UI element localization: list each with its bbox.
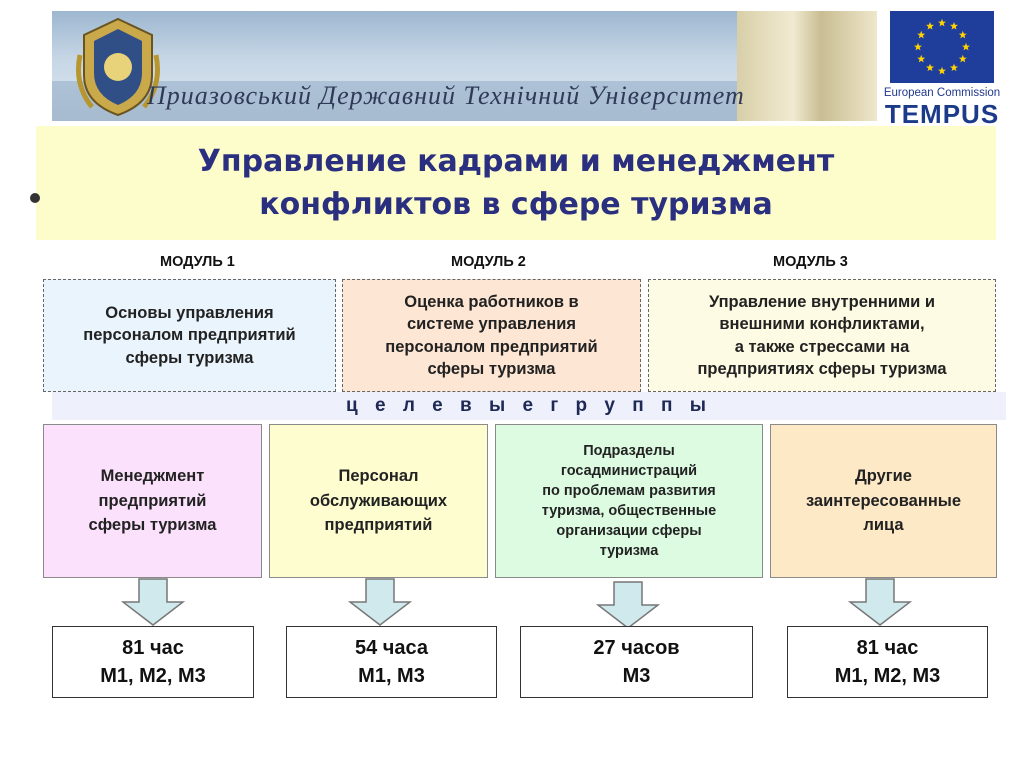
group-line: Другие <box>855 466 912 485</box>
group-line: предприятий <box>324 516 433 535</box>
hours-modules: М1, М2, М3 <box>100 665 206 687</box>
down-arrow-icon <box>348 578 412 626</box>
group-line: туризма <box>599 543 659 559</box>
group-line: Менеджмент <box>100 466 205 485</box>
eu-flag-icon <box>890 11 994 83</box>
eu-star-icon <box>926 22 934 30</box>
group-stakeholders-box: Другие заинтересованные лица <box>770 424 997 578</box>
module-3-line: а также стрессами на <box>734 337 910 356</box>
module-1-line: сферы туризма <box>125 348 254 367</box>
eu-star-icon <box>950 22 958 30</box>
module-1-line: персоналом предприятий <box>83 326 296 345</box>
hours-value: 81 час <box>122 637 184 659</box>
eu-star-icon <box>926 63 934 72</box>
module-1-label: МОДУЛЬ 1 <box>160 254 235 270</box>
group-government-box: Подразделы госадминистраций по проблемам… <box>495 424 763 578</box>
down-arrow-icon <box>596 581 660 629</box>
title-panel: Управление кадрами и менеджмент конфликт… <box>36 126 996 240</box>
group-line: туризма, общественные <box>541 503 717 519</box>
group-line: по проблемам развития <box>542 483 716 499</box>
module-2-line: сферы туризма <box>427 359 556 378</box>
hours-value: 27 часов <box>593 637 680 659</box>
module-3-line: Управление внутренними и <box>708 292 936 311</box>
group-line: Подразделы <box>583 443 675 459</box>
module-1-box: Основы управления персоналом предприятий… <box>43 279 336 392</box>
title-line-2: конфликтов в сфере туризма <box>259 187 773 222</box>
module-3-line: внешними конфликтами, <box>719 315 925 334</box>
bullet-dot <box>30 193 40 203</box>
group-management-box: Менеджмент предприятий сферы туризма <box>43 424 262 578</box>
group-line: организации сферы <box>556 523 702 539</box>
group-line: Персонал <box>338 466 419 485</box>
module-2-box: Оценка работников в системе управления п… <box>342 279 641 392</box>
module-2-line: Оценка работников в <box>404 292 579 311</box>
module-3-label: МОДУЛЬ 3 <box>773 254 848 270</box>
eu-star-icon <box>938 18 946 27</box>
group-line: обслуживающих <box>309 491 448 510</box>
eu-star-icon <box>962 42 970 51</box>
eu-star-icon <box>958 30 967 39</box>
page-title: Управление кадрами и менеджмент конфликт… <box>36 126 996 240</box>
down-arrow-icon <box>121 578 185 626</box>
target-groups-label: ц е л е в ы е г р у п п ы <box>346 395 712 416</box>
group-staff-box: Персонал обслуживающих предприятий <box>269 424 488 578</box>
hours-value: 81 час <box>856 637 919 659</box>
group-line: предприятий <box>98 491 207 510</box>
title-line-1: Управление кадрами и менеджмент <box>197 143 835 179</box>
university-crest-icon <box>76 17 160 117</box>
hours-value: 54 часа <box>354 637 429 659</box>
group-line: лица <box>863 516 904 535</box>
module-3-box: Управление внутренними и внешними конфли… <box>648 279 996 392</box>
eu-star-icon <box>950 63 958 72</box>
down-arrow-icon <box>848 578 912 626</box>
eu-star-icon <box>914 42 922 51</box>
module-2-line: персоналом предприятий <box>385 337 598 356</box>
eu-star-icon <box>917 30 926 39</box>
hours-modules: М3 <box>622 665 651 687</box>
university-banner: Приазовський Державний Технічний Універс… <box>52 11 877 121</box>
module-2-label: МОДУЛЬ 2 <box>451 254 526 270</box>
group-line: сферы туризма <box>88 516 217 535</box>
eu-star-icon <box>938 66 946 75</box>
target-groups-band: ц е л е в ы е г р у п п ы <box>52 392 1006 420</box>
module-2-line: системе управления <box>406 315 576 334</box>
eu-star-icon <box>958 54 967 63</box>
group-line: госадминистраций <box>560 463 698 479</box>
hours-modules: М1, М3 <box>358 665 425 687</box>
group-line: заинтересованные <box>805 491 962 510</box>
colonnade-image <box>737 11 877 121</box>
tempus-text: TEMPUS <box>884 99 1000 129</box>
tempus-logo: European Commission TEMPUS <box>880 11 1004 129</box>
module-3-line: предприятиях сферы туризма <box>697 359 947 378</box>
hours-modules: М1, М2, М3 <box>834 665 941 687</box>
university-name: Приазовський Державний Технічний Універс… <box>147 81 745 110</box>
eu-commission-text: European Commission <box>883 87 1001 99</box>
eu-star-icon <box>917 54 926 63</box>
module-1-line: Основы управления <box>105 303 274 322</box>
